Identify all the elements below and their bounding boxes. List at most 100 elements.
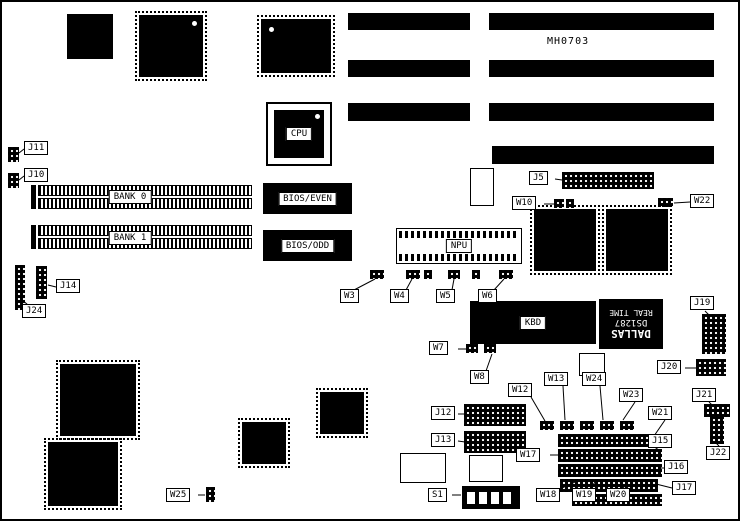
ic-chip [56,360,140,440]
npu-pin-row [399,231,519,238]
isa-slot [348,103,470,121]
ic-chip [44,438,122,510]
bank0-label: BANK 0 [108,190,152,204]
callout-w7: W7 [429,341,448,355]
callout-w22: W22 [690,194,715,208]
jumper-w23-pins [600,421,614,430]
callout-w4: W4 [390,289,409,303]
dip-switch-segment [503,491,511,504]
pin-header-j15 [558,449,662,462]
empty-socket-outline [470,168,494,206]
jumper-w10-pins [554,199,564,208]
bank1-label: BANK 1 [108,231,152,245]
ic-chip [602,205,672,275]
bios-even-label: BIOS/EVEN [278,191,337,206]
callout-j10: J10 [24,168,49,182]
isa-slot [489,103,714,121]
callout-j5: J5 [529,171,548,185]
pin-header-j21 [704,404,730,417]
isa-slot [348,60,470,77]
callout-w24: W24 [582,372,607,386]
callout-w12: W12 [508,383,533,397]
callout-w23: W23 [619,388,644,402]
pin-header-j22 [710,416,724,444]
callout-j24: J24 [22,304,47,318]
ic-chip [67,14,113,59]
jumper-pins [424,270,432,279]
jumper-w5-pins [448,270,460,279]
dip-switch-segment [479,491,487,504]
pin-header-j19 [702,314,726,354]
connector-j11 [8,147,19,162]
npu-pin-row [399,254,519,261]
callout-w13: W13 [544,372,569,386]
callout-j11: J11 [24,141,49,155]
callout-w3: W3 [340,289,359,303]
empty-socket-outline [400,453,446,483]
callout-w21: W21 [648,406,673,420]
jumper-w24-pins [580,421,594,430]
pin-header-j16 [558,464,662,477]
callout-j16: J16 [664,460,689,474]
pin-header-j24 [15,265,25,310]
ic-chip [316,388,368,438]
callout-j13: J13 [431,433,456,447]
pin-header-j5 [562,172,654,189]
ic-chip [257,15,335,77]
jumper-w7-pins [466,344,478,353]
pin-header-j12 [464,404,526,426]
pin1-dot [269,27,274,32]
callout-j22: J22 [706,446,731,460]
jumper-w8-pins [484,344,496,353]
callout-w19: W19 [572,488,597,502]
isa-slot [348,13,470,30]
bank1-end-tab [31,225,36,249]
jumper-w13-pins [560,421,574,430]
jumper-pins [566,199,574,208]
empty-socket-outline [469,455,503,482]
callout-w5: W5 [436,289,455,303]
isa-slot [489,13,714,30]
bank0-end-tab [31,185,36,209]
pin-header-j13 [464,431,526,453]
callout-s1: S1 [428,488,447,502]
callout-w20: W20 [606,488,631,502]
cpu-label: CPU [285,127,313,141]
pin1-dot [192,21,197,26]
bios-odd-chip: BIOS/ODD [263,230,352,261]
callout-j19: J19 [690,296,715,310]
pin-header-j14 [36,266,47,299]
callout-w17: W17 [516,448,541,462]
jumper-w3-pins [370,270,384,279]
callout-w8: W8 [470,370,489,384]
ic-chip [238,418,290,468]
callout-j12: J12 [431,406,456,420]
jumper-w25-pins [206,487,215,502]
pin-header-row [558,434,662,447]
jumper-w22-pins [658,198,673,207]
pin-header-j20 [696,359,726,376]
npu-socket: NPU [396,228,522,264]
jumper-pins [620,421,634,430]
callout-j15: J15 [648,434,673,448]
dip-switch-segment [467,491,475,504]
callout-j17: J17 [672,481,697,495]
dip-switch-s1 [462,486,520,509]
callout-j20: J20 [657,360,682,374]
connector-j10 [8,173,19,188]
jumper-w6-pins [499,270,513,279]
kbd-controller-chip: KBD [470,301,596,344]
callout-w18: W18 [536,488,561,502]
isa-slot [489,60,714,77]
callout-w10: W10 [512,196,537,210]
callout-w6: W6 [478,289,497,303]
bios-odd-label: BIOS/ODD [280,238,335,253]
npu-label: NPU [445,239,473,253]
cpu-socket: CPU [266,102,332,166]
kbd-label: KBD [519,315,547,330]
jumper-w4-pins [406,270,420,279]
callout-w25: W25 [166,488,191,502]
callout-j21: J21 [692,388,717,402]
